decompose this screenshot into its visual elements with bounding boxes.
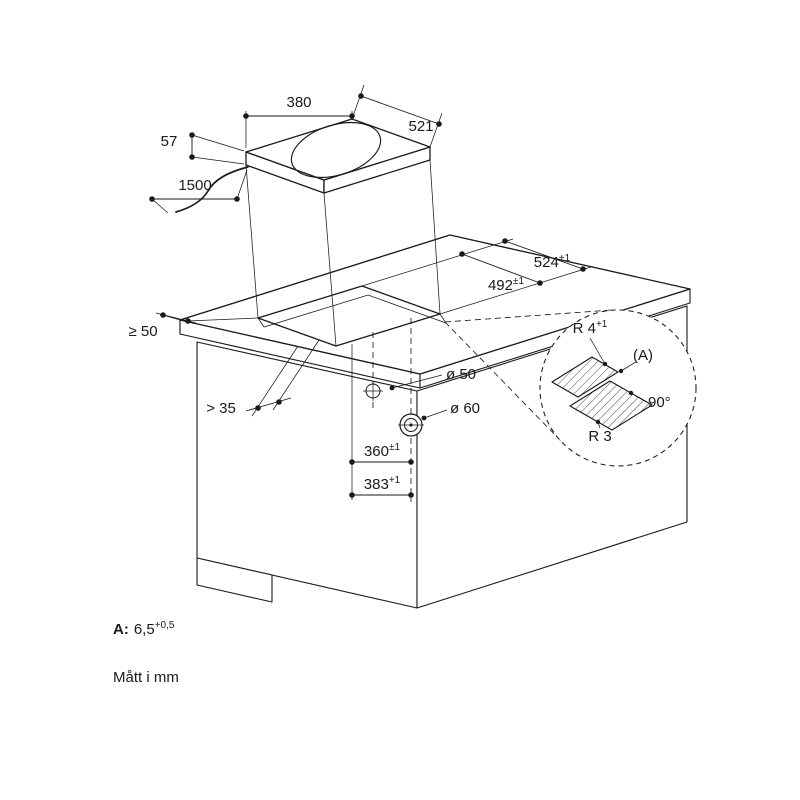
legend: A:6,5+0,5 Mått i mm	[113, 620, 179, 686]
cutout-length-label: 524+1	[534, 253, 571, 271]
detail-callout: R 4+1 (A) 90° R 3	[444, 309, 697, 467]
edge-clearance-label: ≥ 50	[128, 323, 157, 340]
cooktop-width-label: 380	[286, 94, 311, 111]
cooktop-depth-label: 521	[408, 118, 433, 135]
hole-diameter-label: ø 50	[446, 366, 476, 383]
dim-knob-360: 360±1	[349, 442, 414, 465]
dim-cooktop-height-57: 57	[161, 132, 245, 165]
detail-upper-section	[551, 356, 619, 398]
dim-front-clearance-35: > 35	[206, 339, 320, 417]
projection-lines	[245, 159, 441, 347]
cabinet-plinth	[196, 557, 273, 603]
legend-units-note: Mått i mm	[113, 669, 179, 686]
burner-ring	[290, 121, 382, 179]
radius-top-label: R 4+1	[573, 319, 608, 337]
dim-hole-diameter: ø 50	[389, 366, 476, 391]
cutout-inner-wall	[257, 294, 447, 328]
radius-bottom-label: R 3	[588, 428, 611, 445]
power-cable	[175, 166, 249, 213]
dim-cable-1500: 1500	[149, 169, 248, 214]
dim-cutout-depth-492: 492±1	[459, 251, 543, 294]
front-clearance-label: > 35	[206, 400, 236, 417]
dim-knob-383: 383+1	[349, 475, 414, 498]
knob-assembly	[351, 318, 424, 502]
knob-dist1-label: 360±1	[364, 442, 401, 460]
knob-diameter-label: ø 60	[450, 400, 480, 417]
dim-cooktop-depth-521: 521	[351, 84, 443, 148]
angle-label: 90°	[648, 394, 671, 411]
cutout-depth-label: 492±1	[488, 276, 525, 294]
detail-ref-label: (A)	[633, 347, 653, 364]
knob-dist2-label: 383+1	[364, 475, 401, 493]
cooktop	[175, 118, 431, 213]
cable-length-label: 1500	[178, 177, 211, 194]
dim-knob-diameter: ø 60	[421, 400, 480, 421]
cooktop-height-label: 57	[161, 133, 178, 150]
legend-a-line: A:6,5+0,5	[113, 620, 175, 638]
dim-cutout-length-524: 524+1	[361, 238, 592, 315]
dim-edge-clearance-50: ≥ 50	[128, 312, 259, 340]
dim-cooktop-width-380: 380	[243, 94, 355, 148]
